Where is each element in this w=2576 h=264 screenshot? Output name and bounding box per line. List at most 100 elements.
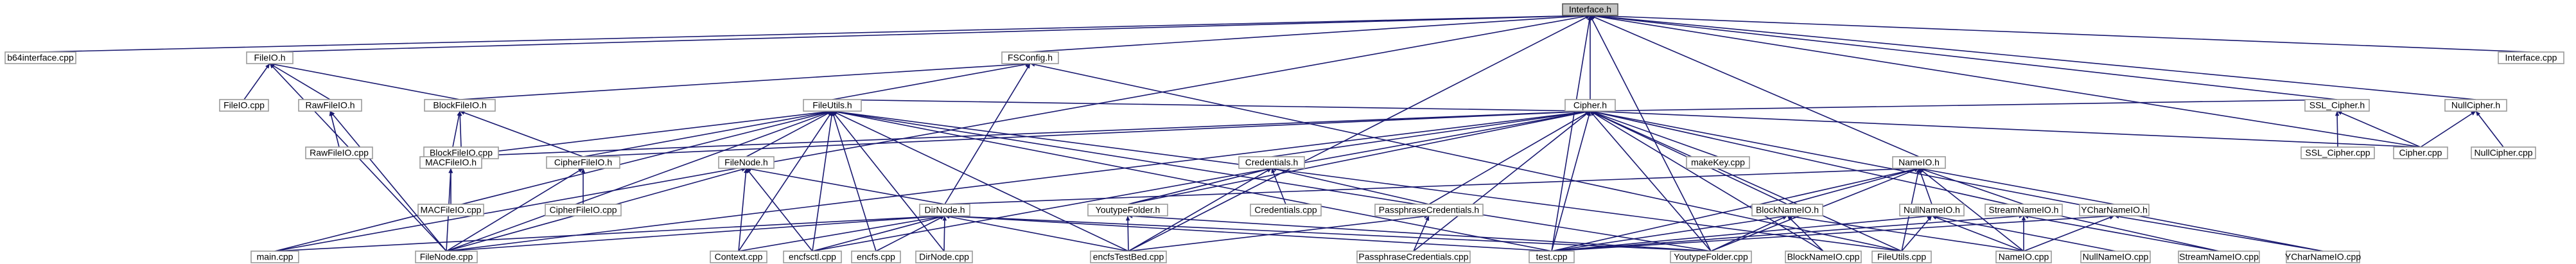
graph-node-fileutils-cpp[interactable]: FileUtils.cpp	[1871, 251, 1932, 263]
graph-node-nullnameio-h[interactable]: NullNameIO.h	[1899, 204, 1965, 216]
arrow-head	[270, 64, 275, 69]
graph-node-filenode-h[interactable]: FileNode.h	[718, 156, 775, 169]
node-box	[4, 51, 76, 64]
node-box	[710, 251, 767, 263]
graph-node-nameio-cpp[interactable]: NameIO.cpp	[1995, 251, 2052, 263]
node-box	[919, 204, 970, 216]
node-label: FSConfig.h	[1008, 53, 1053, 63]
node-box	[1785, 251, 1862, 263]
graph-node-youtypefolder-cpp[interactable]: YoutypeFolder.cpp	[1670, 251, 1752, 263]
dependency-edge	[1590, 99, 2338, 114]
dependency-edge	[942, 215, 947, 252]
graph-node-cipher-cpp[interactable]: Cipher.cpp	[2393, 146, 2448, 159]
graph-node-streamnameio-h[interactable]: StreamNameIO.h	[1985, 204, 2063, 216]
graph-node-cipher-h[interactable]: Cipher.h	[1564, 99, 1616, 112]
dependency-edge	[832, 99, 1591, 114]
graph-node-context-cpp[interactable]: Context.cpp	[710, 251, 767, 263]
graph-node-youtypefolder-h[interactable]: YoutypeFolder.h	[1087, 204, 1168, 216]
node-label: SSL_Cipher.h	[2309, 100, 2365, 110]
graph-node-ssl-cipher-h[interactable]: SSL_Cipher.h	[2304, 99, 2370, 112]
graph-node-filenode-cpp[interactable]: FileNode.cpp	[415, 251, 478, 263]
graph-node-credentials-cpp[interactable]: Credentials.cpp	[1250, 204, 1322, 216]
graph-node-blocknameio-cpp[interactable]: BlockNameIO.cpp	[1785, 251, 1862, 263]
graph-node-test-cpp[interactable]: test.cpp	[1529, 251, 1575, 263]
node-box	[1899, 204, 1965, 216]
node-label: FileIO.cpp	[223, 100, 265, 110]
node-label: YoutypeFolder.h	[1096, 205, 1161, 215]
graph-node-ycharnameio-h[interactable]: YCharNameIO.h	[2079, 204, 2150, 216]
graph-node-encfs-cpp[interactable]: encfs.cpp	[851, 251, 901, 263]
arrow-head	[1590, 15, 1595, 21]
dependency-edge	[1931, 215, 2024, 252]
dependency-edge	[1588, 15, 1593, 100]
graph-node-interface[interactable]: Interface.h	[1562, 3, 1618, 16]
graph-node-cipherfileio-cpp[interactable]: CipherFileIO.cpp	[545, 204, 622, 216]
dependency-edge	[832, 110, 877, 252]
graph-node-encfsctl-cpp[interactable]: encfsctl.cpp	[783, 251, 842, 263]
graph-node-nullcipher-h[interactable]: NullCipher.h	[2444, 99, 2507, 112]
node-label: encfsctl.cpp	[789, 252, 836, 262]
dependency-edge	[1590, 110, 2220, 252]
arrow-head	[1425, 216, 1430, 221]
dependency-edge	[875, 215, 945, 252]
arrow-head	[942, 216, 947, 221]
node-label: BlockNameIO.h	[1756, 205, 1819, 215]
graph-node-credentials-h[interactable]: Credentials.h	[1238, 156, 1305, 169]
graph-node-fileutils-h[interactable]: FileUtils.h	[803, 99, 862, 112]
node-box	[2393, 146, 2448, 159]
node-label: MACFileIO.h	[425, 157, 477, 168]
graph-node-nullcipher-cpp[interactable]: NullCipher.cpp	[2471, 146, 2536, 159]
dependency-edge	[746, 167, 945, 205]
graph-node-blockfileio-h[interactable]: BlockFileIO.h	[424, 99, 496, 112]
dependency-edge	[243, 63, 270, 100]
dependency-edge	[1590, 15, 1920, 157]
edge-layer	[40, 13, 2532, 252]
dependency-edge	[1413, 110, 1591, 252]
dependency-edge	[1590, 13, 2476, 100]
arrow-head	[2109, 215, 2114, 220]
graph-node-ssl-cipher-cpp[interactable]: SSL_Cipher.cpp	[2300, 146, 2375, 159]
dependency-edge	[1128, 214, 1430, 252]
graph-node-dirnode-cpp[interactable]: DirNode.cpp	[915, 251, 973, 263]
graph-node-streamnameio-cpp[interactable]: StreamNameIO.cpp	[2178, 251, 2260, 263]
graph-node-fileio-h[interactable]: FileIO.h	[246, 51, 294, 64]
graph-node-nullnameio-cpp[interactable]: NullNameIO.cpp	[2080, 251, 2151, 263]
graph-node-blockfileio-cpp[interactable]: BlockFileIO.cpp	[423, 146, 499, 159]
arrow-head	[1590, 111, 1595, 116]
node-box	[424, 99, 496, 112]
node-label: YCharNameIO.h	[2081, 205, 2147, 215]
dependency-edge	[2475, 110, 2504, 148]
dependency-edge	[1590, 15, 1712, 252]
graph-node-blocknameio-h[interactable]: BlockNameIO.h	[1751, 204, 1823, 216]
node-label: MACFileIO.cpp	[421, 205, 482, 215]
graph-node-passphrasecredentials-h[interactable]: PassphraseCredentials.h	[1374, 204, 1484, 216]
node-label: NullNameIO.h	[1904, 205, 1960, 215]
node-box	[1356, 251, 1471, 263]
graph-node-interface-cpp[interactable]: Interface.cpp	[2498, 51, 2564, 64]
dependency-edge	[1030, 13, 1591, 53]
graph-node-ycharnameio-cpp[interactable]: YCharNameIO.cpp	[2285, 251, 2361, 263]
graph-node-nameio-h[interactable]: NameIO.h	[1892, 156, 1946, 169]
node-box	[1871, 251, 1932, 263]
graph-node-encfstestbed-cpp[interactable]: encfsTestBed.cpp	[1090, 251, 1167, 263]
dependency-edge	[450, 109, 1591, 157]
graph-node-macfileio-cpp[interactable]: MACFileIO.cpp	[417, 204, 484, 216]
graph-node-fileio-cpp[interactable]: FileIO.cpp	[219, 99, 269, 112]
arrow-head	[940, 216, 945, 220]
graph-node-rawfileio-cpp[interactable]: RawFileIO.cpp	[305, 146, 373, 159]
graph-node-macfileio-h[interactable]: MACFileIO.h	[419, 156, 482, 169]
graph-node-dirnode-h[interactable]: DirNode.h	[919, 204, 970, 216]
graph-node-main-cpp[interactable]: main.cpp	[250, 251, 299, 263]
dependency-edge	[2114, 215, 2324, 252]
dependency-edge	[581, 168, 586, 204]
graph-node-rawfileio-h[interactable]: RawFileIO.h	[298, 99, 362, 112]
arrow-head	[1271, 168, 1275, 173]
graph-node-fsconfig-h[interactable]: FSConfig.h	[1001, 51, 1059, 64]
graph-node-passphrasecredentials-cpp[interactable]: PassphraseCredentials.cpp	[1356, 251, 1471, 263]
node-label: encfsTestBed.cpp	[1093, 252, 1164, 262]
node-label: PassphraseCredentials.h	[1379, 205, 1479, 215]
graph-node-makekey-cpp[interactable]: makeKey.cpp	[1686, 156, 1750, 169]
graph-node-b64interface-cpp[interactable]: b64interface.cpp	[4, 51, 76, 64]
node-box	[851, 251, 901, 263]
graph-node-cipherfileio-h[interactable]: CipherFileIO.h	[546, 156, 620, 169]
